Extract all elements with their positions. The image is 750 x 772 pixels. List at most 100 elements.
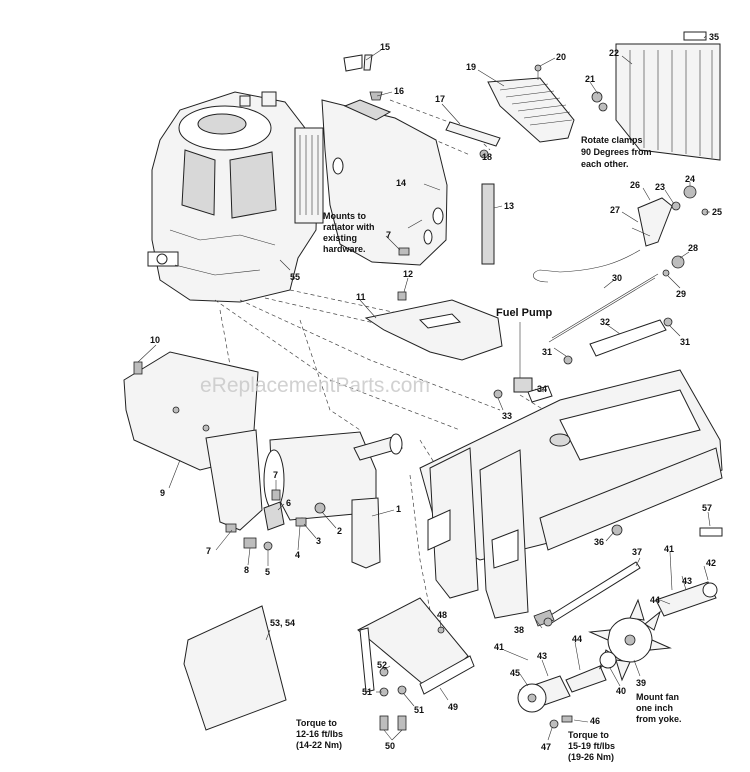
- svg-text:Rotate clamps: Rotate clamps: [581, 135, 643, 145]
- callout-32: 32: [600, 317, 610, 327]
- callout-42: 42: [706, 558, 716, 568]
- part-49-bracket: [357, 597, 475, 695]
- callout-55: 55: [290, 272, 300, 282]
- svg-text:Mounts to: Mounts to: [323, 211, 366, 221]
- callout-4: 4: [295, 550, 300, 560]
- svg-text:Torque to: Torque to: [296, 718, 337, 728]
- callout-20: 20: [556, 52, 566, 62]
- callout-8: 8: [244, 565, 249, 575]
- callout-44-right: 44: [650, 595, 660, 605]
- svg-text:(14-22 Nm): (14-22 Nm): [296, 740, 342, 750]
- frame-bolts: [379, 667, 407, 731]
- svg-text:ratiator with: ratiator with: [323, 222, 375, 232]
- callout-44-left: 44: [572, 634, 582, 644]
- svg-text:(19-26 Nm): (19-26 Nm): [568, 752, 614, 762]
- callout-19: 19: [466, 62, 476, 72]
- note-mount-fan: Mount fan one inch from yoke.: [636, 692, 682, 724]
- callout-3: 3: [316, 536, 321, 546]
- callout-51-left: 51: [362, 687, 372, 697]
- callout-52: 52: [377, 660, 387, 670]
- svg-text:each other.: each other.: [581, 159, 629, 169]
- svg-text:hardware.: hardware.: [323, 244, 366, 254]
- callout-1: 1: [396, 504, 401, 514]
- oil-cooler: [487, 64, 608, 143]
- note-torque-15-19: Torque to 15-19 ft/lbs (19-26 Nm): [568, 730, 615, 762]
- callout-28: 28: [688, 243, 698, 253]
- callout-22: 22: [609, 48, 619, 58]
- callout-7-muffler: 7: [273, 470, 278, 480]
- callout-23: 23: [655, 182, 665, 192]
- drive-shaft: [533, 561, 641, 627]
- fan-hardware: [543, 617, 573, 729]
- svg-text:15-19 ft/lbs: 15-19 ft/lbs: [568, 741, 615, 751]
- callout-21: 21: [585, 74, 595, 84]
- engine-assembly: [147, 91, 324, 303]
- muffler: [263, 431, 403, 569]
- note-rotate-clamps: Rotate clamps 90 Degrees from each other…: [581, 135, 652, 169]
- callout-46: 46: [590, 716, 600, 726]
- callout-13: 13: [504, 201, 514, 211]
- callout-7-shield: 7: [206, 546, 211, 556]
- part-17-bracket: [445, 121, 501, 159]
- callout-40: 40: [616, 686, 626, 696]
- callout-16: 16: [394, 86, 404, 96]
- callout-17: 17: [435, 94, 445, 104]
- radiator-screen: [615, 31, 721, 161]
- svg-text:12-16 ft/lbs: 12-16 ft/lbs: [296, 729, 343, 739]
- tractor-frame: [419, 369, 723, 619]
- part-13-seal-strip: [481, 183, 495, 265]
- callout-27: 27: [610, 205, 620, 215]
- callout-25: 25: [712, 207, 722, 217]
- callout-38: 38: [514, 625, 524, 635]
- callout-43-right: 43: [682, 576, 692, 586]
- callout-18: 18: [482, 152, 492, 162]
- callout-43-left: 43: [537, 651, 547, 661]
- svg-text:90 Degrees from: 90 Degrees from: [581, 147, 652, 157]
- callout-47: 47: [541, 742, 551, 752]
- callout-12: 12: [403, 269, 413, 279]
- callout-24: 24: [685, 174, 695, 184]
- callout-2: 2: [337, 526, 342, 536]
- part-53-54-panel: [183, 605, 287, 731]
- callout-48: 48: [437, 610, 447, 620]
- callout-41-left: 41: [494, 642, 504, 652]
- svg-text:existing: existing: [323, 233, 357, 243]
- fuel-pump: [493, 377, 553, 403]
- callout-15: 15: [380, 42, 390, 52]
- callout-39: 39: [636, 678, 646, 688]
- note-torque-12-16: Torque to 12-16 ft/lbs (14-22 Nm): [296, 718, 343, 750]
- part-11-plate: [364, 291, 503, 361]
- callout-41-right: 41: [664, 544, 674, 554]
- callout-30: 30: [612, 273, 622, 283]
- callout-31-left: 31: [542, 347, 552, 357]
- svg-text:from yoke.: from yoke.: [636, 714, 682, 724]
- callout-31-right: 31: [680, 337, 690, 347]
- callout-26: 26: [630, 180, 640, 190]
- part-57-decal: [699, 527, 723, 537]
- callout-7-shroud: 7: [386, 230, 391, 240]
- callout-53-54: 53, 54: [270, 618, 295, 628]
- callout-34: 34: [537, 384, 547, 394]
- callout-11: 11: [356, 292, 366, 302]
- fuel-pump-heading: Fuel Pump: [496, 307, 553, 319]
- callout-6: 6: [286, 498, 291, 508]
- callout-51-right: 51: [414, 705, 424, 715]
- note-mounts-to-radiator: Mounts to ratiator with existing hardwar…: [323, 211, 375, 254]
- svg-text:Mount fan: Mount fan: [636, 692, 679, 702]
- cooling-fan: [588, 598, 672, 682]
- leader-lines: [137, 35, 711, 741]
- callout-45: 45: [510, 668, 520, 678]
- part-15-clip: [343, 54, 363, 72]
- heat-shield: [123, 351, 263, 531]
- throttle-linkage: [533, 185, 709, 365]
- part-7-bolt-shroud: [398, 247, 410, 256]
- callout-36: 36: [594, 537, 604, 547]
- svg-text:one inch: one inch: [636, 703, 673, 713]
- callout-33: 33: [502, 411, 512, 421]
- callout-37: 37: [632, 547, 642, 557]
- callout-14: 14: [396, 178, 406, 188]
- callout-29: 29: [676, 289, 686, 299]
- svg-text:Torque to: Torque to: [568, 730, 609, 740]
